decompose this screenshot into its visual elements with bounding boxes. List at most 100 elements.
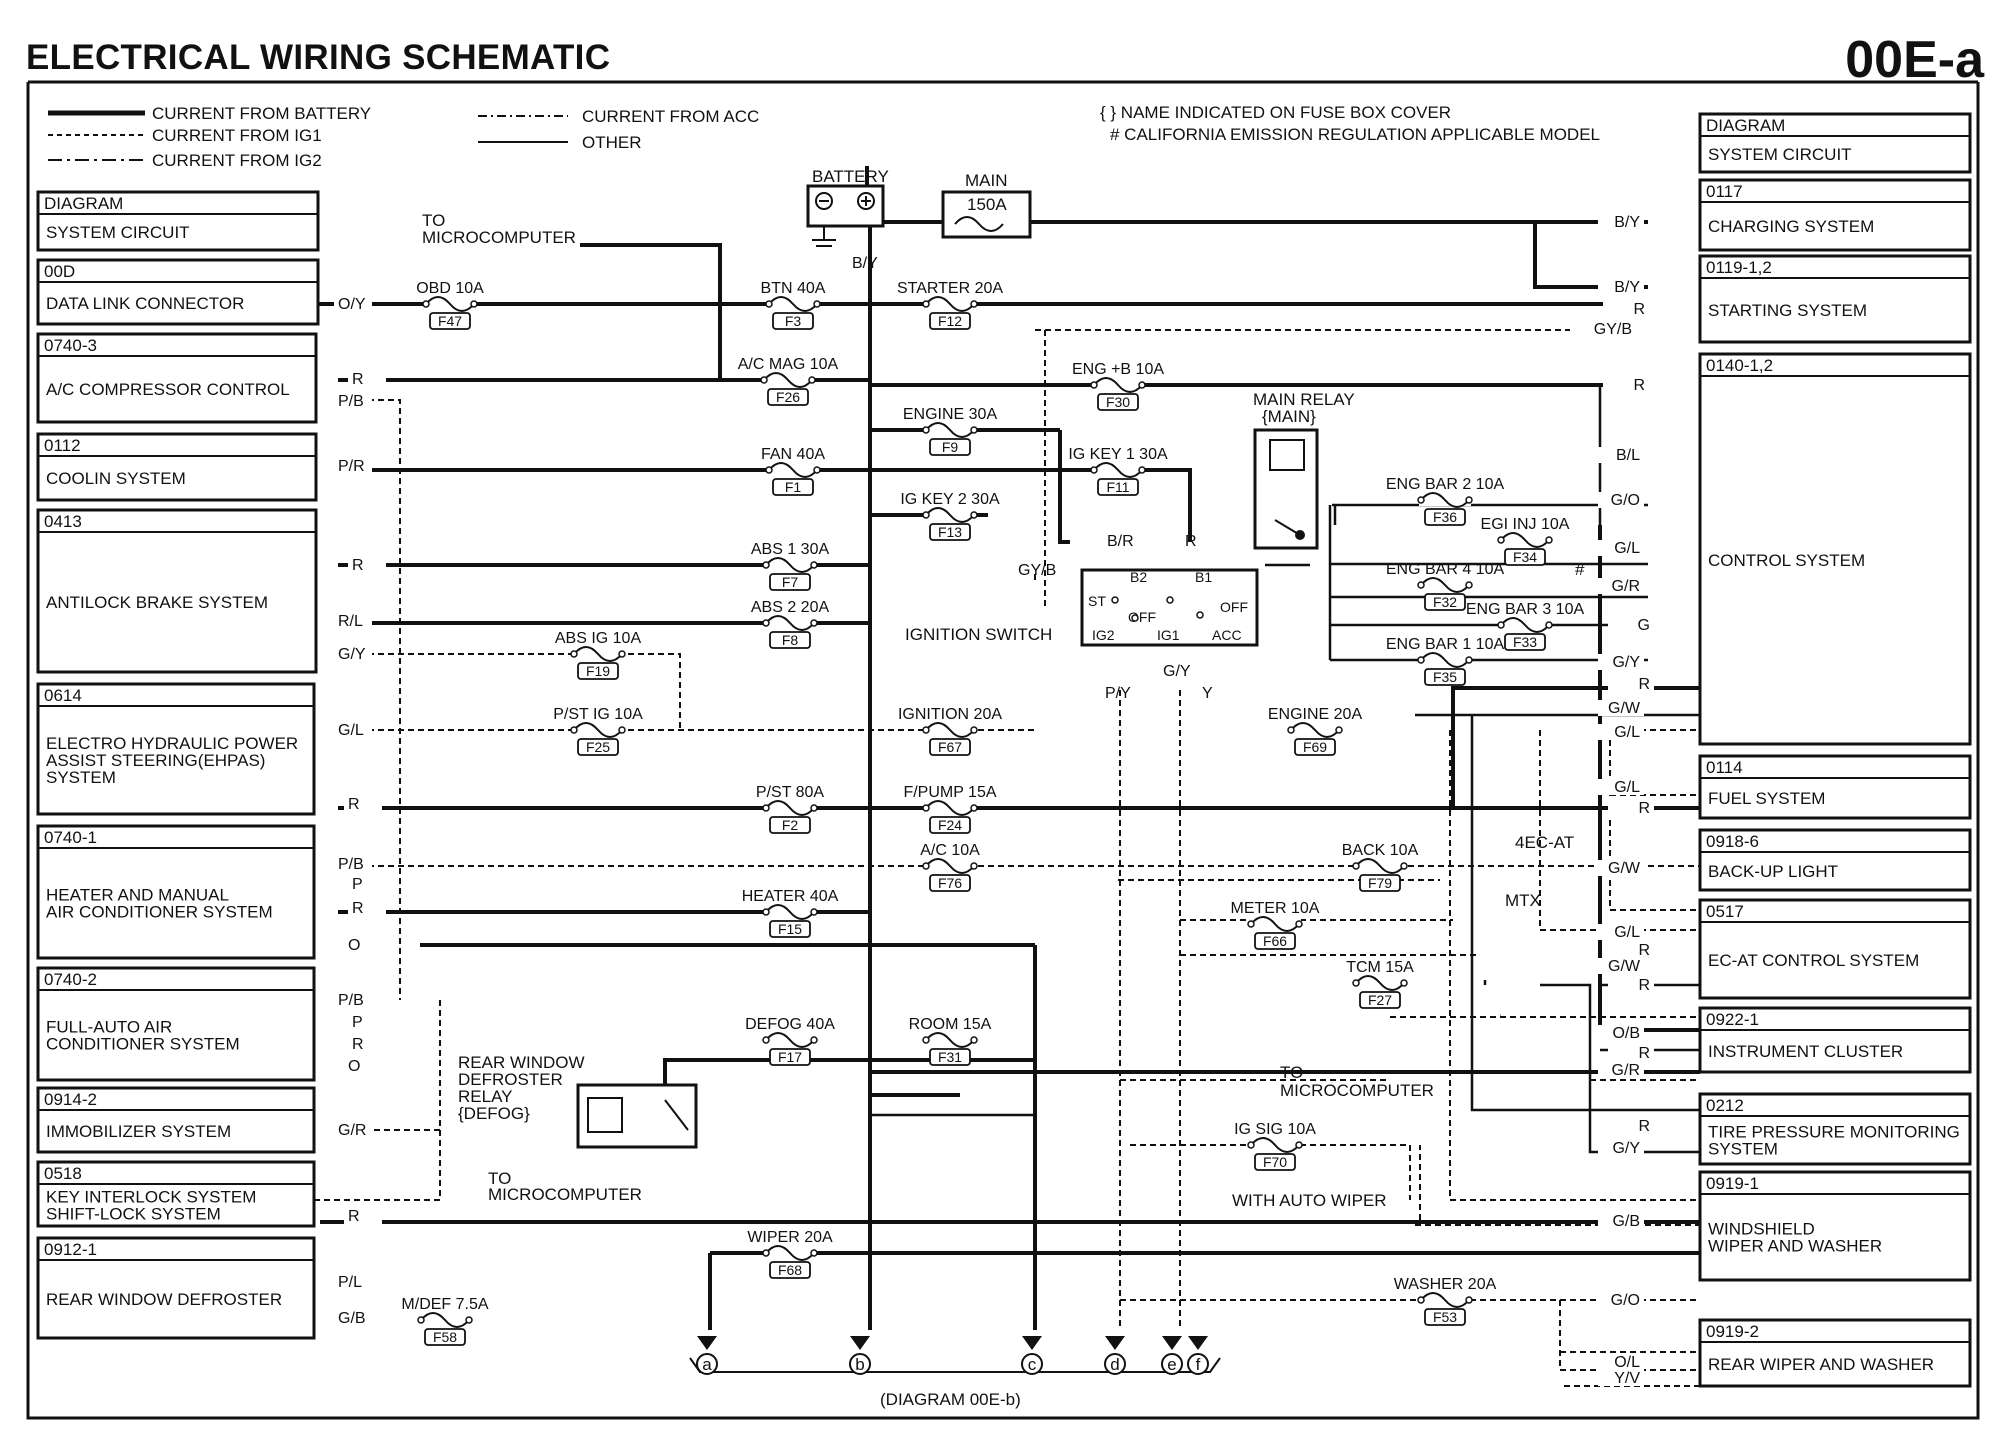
main-relay-tag: {MAIN} <box>1262 407 1316 426</box>
fuse-icon <box>1500 617 1550 633</box>
right-box-code: 0119-1,2 <box>1706 258 1772 277</box>
right-box-code: 0140-1,2 <box>1706 356 1773 375</box>
wire-label: R <box>1638 800 1650 817</box>
to-micro-2-label: TO <box>1280 1063 1303 1082</box>
wire-g-y: G/Y <box>1163 663 1191 680</box>
wire-label: O <box>348 1058 360 1075</box>
to-micro-3-label: TO <box>488 1169 511 1188</box>
defroster-relay-label: DEFROSTER <box>458 1070 563 1089</box>
wire-label: P/B <box>338 856 364 873</box>
to-micro-2-target: MICROCOMPUTER <box>1280 1081 1434 1100</box>
left-box-name: AIR CONDITIONER SYSTEM <box>46 903 273 922</box>
left-box-code: 0740-3 <box>44 336 97 355</box>
fuse-name: ENG BAR 1 10A <box>1386 636 1505 653</box>
rear-defroster-relay <box>576 1083 698 1149</box>
mtx-label: MTX <box>1505 891 1541 910</box>
page-frame <box>26 82 1980 1420</box>
fuse-icon <box>1355 975 1405 991</box>
left-box-name: KEY INTERLOCK SYSTEM <box>46 1188 256 1207</box>
legend-other: OTHER <box>582 133 642 152</box>
defroster-switch-icon <box>664 1099 689 1131</box>
fuse-icon <box>925 507 975 523</box>
defroster-relay-label: RELAY <box>458 1087 513 1106</box>
left-box-name: REAR WINDOW DEFROSTER <box>46 1290 282 1309</box>
left-box-name: ELECTRO HYDRAULIC POWER <box>46 734 298 753</box>
arrow-down-icon <box>850 1336 870 1350</box>
defroster-relay-body <box>576 1083 698 1149</box>
wire-label: O/Y <box>338 296 366 313</box>
fuse-name: OBD 10A <box>416 280 484 297</box>
wire-label: R <box>1638 1045 1650 1062</box>
fuse-id: F68 <box>778 1262 802 1278</box>
wire-label: R <box>1638 942 1650 959</box>
fuse-icon <box>925 296 975 312</box>
fuse-icon <box>765 904 815 920</box>
left-box-name: ASSIST STEERING(EHPAS) <box>46 751 265 770</box>
fuse-name: ABS IG 10A <box>555 630 642 647</box>
fuse-id: F30 <box>1106 394 1130 410</box>
connector-letter: e <box>1167 1355 1176 1374</box>
legend-ig1: CURRENT FROM IG1 <box>152 126 322 145</box>
to-micro-3-target: MICROCOMPUTER <box>488 1185 642 1204</box>
fuse-name: P/ST 80A <box>756 784 825 801</box>
wire-label: P <box>352 1014 363 1031</box>
main-fuse-name: MAIN <box>965 171 1008 190</box>
wire-label: G/L <box>338 722 364 739</box>
left-box-name: COOLIN SYSTEM <box>46 469 186 488</box>
wire-label: R <box>1633 377 1645 394</box>
fuse-id: F15 <box>778 921 802 937</box>
wire-label: O <box>348 937 360 954</box>
fuse-name: M/DEF 7.5A <box>401 1296 488 1313</box>
wire-b-r: B/R <box>1107 533 1134 550</box>
legend: CURRENT FROM BATTERY CURRENT FROM IG1 CU… <box>48 103 1600 170</box>
left-box-2[interactable]: 0740-3A/C COMPRESSOR CONTROL <box>36 332 318 424</box>
note-california: # CALIFORNIA EMISSION REGULATION APPLICA… <box>1110 125 1600 144</box>
battery-wire-label: B/Y <box>852 255 878 272</box>
fuse-id: F47 <box>438 313 462 329</box>
relay-body <box>1253 428 1319 550</box>
fuse-name: TCM 15A <box>1346 959 1414 976</box>
arrow-down-icon <box>1188 1336 1208 1350</box>
left-box-code: 0740-2 <box>44 970 97 989</box>
relay-coil-icon <box>1269 439 1305 471</box>
fuse-name: EGI INJ 10A <box>1481 516 1570 533</box>
fuse-icon <box>1420 492 1470 508</box>
fuse-name: ENGINE 20A <box>1268 706 1363 723</box>
fuse-id: F3 <box>785 313 802 329</box>
to-micro-1-target: MICROCOMPUTER <box>422 228 576 247</box>
right-box-code: 0922-1 <box>1706 1010 1759 1029</box>
connector-e: e <box>1161 1336 1183 1375</box>
wire-label: G/Y <box>338 646 366 663</box>
fuse-icon <box>1093 462 1143 478</box>
fuse-id: F36 <box>1433 509 1457 525</box>
fuse-icon <box>765 1245 815 1261</box>
wire-label: G/W <box>1608 860 1641 877</box>
